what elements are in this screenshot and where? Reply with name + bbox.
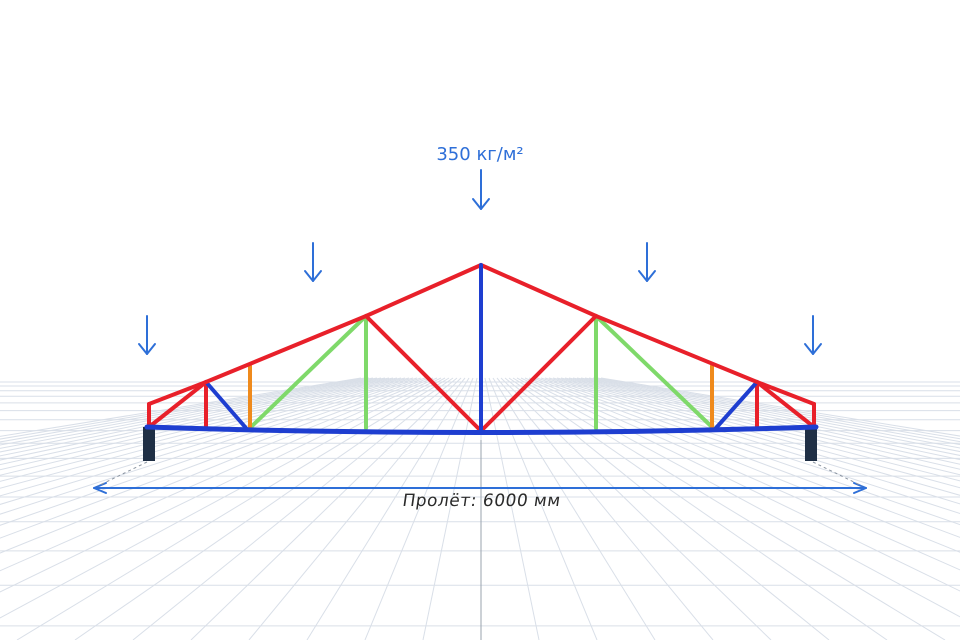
load-arrows xyxy=(138,169,822,355)
grid-line xyxy=(0,377,366,440)
grid-line xyxy=(422,377,478,640)
grid-line xyxy=(0,377,414,497)
grid-line xyxy=(552,377,960,489)
floor-grid xyxy=(0,377,960,640)
grid-line xyxy=(132,377,458,640)
grid-line xyxy=(564,377,960,470)
load-label: 350 кг/м² xyxy=(436,144,523,165)
arrow-down-icon xyxy=(638,242,656,282)
grid-line xyxy=(0,377,386,457)
grid-line xyxy=(484,377,540,640)
grid-line xyxy=(592,377,960,443)
grid-line xyxy=(0,377,398,471)
grid-line xyxy=(532,377,960,538)
grid-line xyxy=(496,377,714,640)
grid-line xyxy=(568,377,960,465)
diag-red-left xyxy=(364,314,483,433)
grid-line xyxy=(0,377,442,593)
grid-line xyxy=(584,377,960,449)
grid-line xyxy=(548,377,960,496)
top-chord-right xyxy=(479,263,816,406)
grid-line xyxy=(0,377,402,476)
grid-line xyxy=(0,377,418,505)
grid-line xyxy=(576,377,960,456)
end-blue-left xyxy=(204,380,248,430)
grid-line xyxy=(536,377,960,526)
grid-line xyxy=(572,377,960,461)
arrow-down-icon xyxy=(472,169,490,210)
grid-line xyxy=(0,377,426,526)
grid-line xyxy=(0,377,434,554)
grid-line xyxy=(524,377,960,571)
end-diag-right xyxy=(755,380,816,429)
grid-line xyxy=(0,377,422,515)
diag-red-right xyxy=(479,314,598,433)
grid-line xyxy=(74,377,454,640)
grid-line xyxy=(0,377,374,446)
grid-line xyxy=(16,377,450,640)
grid-line xyxy=(488,377,598,640)
arrow-right-icon xyxy=(853,482,867,494)
span-dimension xyxy=(93,482,867,494)
grid-line xyxy=(528,377,960,553)
arrow-down-icon xyxy=(804,315,822,355)
grid-line xyxy=(248,377,466,640)
grid-line xyxy=(0,377,378,449)
grid-line xyxy=(596,377,960,440)
grid-line xyxy=(540,377,960,515)
grid-line xyxy=(556,377,960,482)
end-blue-right xyxy=(714,380,759,430)
grid-line xyxy=(500,377,772,640)
grid-line xyxy=(600,377,960,437)
grid-line xyxy=(0,377,430,539)
grid-line xyxy=(516,377,960,618)
grid-line xyxy=(306,377,470,640)
right-support xyxy=(805,427,817,461)
bottom-chord xyxy=(144,424,819,435)
web-green-left-1 xyxy=(248,314,368,430)
truss xyxy=(144,263,819,435)
grid-line xyxy=(544,377,960,505)
grid-line xyxy=(0,377,406,482)
end-diag-left xyxy=(147,380,208,429)
span-label: Пролёт: 6000 мм xyxy=(401,491,562,511)
grid-line xyxy=(508,377,888,640)
grid-line xyxy=(0,377,370,443)
left-support xyxy=(143,427,155,461)
grid-line xyxy=(512,377,946,640)
web-green-right-1 xyxy=(594,314,715,430)
grid-line xyxy=(0,377,438,572)
grid-line xyxy=(560,377,960,476)
grid-line xyxy=(0,377,446,619)
arrow-down-icon xyxy=(138,315,156,355)
grid-line xyxy=(588,377,960,446)
grid-line xyxy=(520,377,960,592)
grid-line xyxy=(0,377,362,437)
grid-line xyxy=(364,377,474,640)
grid-line xyxy=(504,377,830,640)
grid-line xyxy=(492,377,656,640)
grid-line xyxy=(0,377,394,466)
arrow-left-icon xyxy=(93,482,107,494)
grid-line xyxy=(0,377,390,461)
grid-line xyxy=(0,377,410,489)
grid-line xyxy=(190,377,462,640)
top-chord-left xyxy=(147,263,483,406)
arrow-down-icon xyxy=(304,242,322,282)
